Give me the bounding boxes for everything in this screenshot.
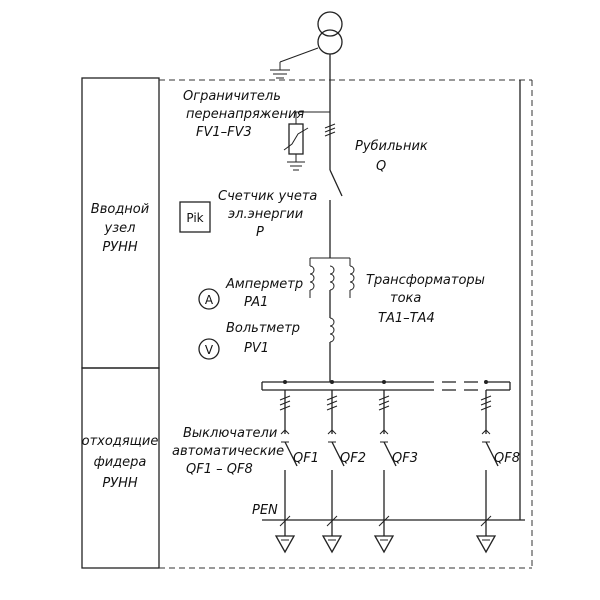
surge-limiter-label-2: перенапряжения [186,107,304,122]
feeder-qf8: QF8 [475,390,520,554]
surge-limiter-label-1: Ограничитель [183,89,281,104]
voltmeter-label-1: Вольтметр [226,321,300,336]
energy-meter-icon: Pik [179,201,211,233]
feeder-qf1: QF1 [274,390,319,554]
meter-label-2: эл.энергии [228,207,303,222]
breakers-label-1: Выключатели [183,426,277,441]
main-feeder-line [296,54,336,170]
breaker-label: QF1 [293,451,319,466]
enclosure-boundary [159,79,533,569]
feeder-qf2: QF2 [321,390,366,554]
outgoing-feeders-panel: отходящие фидера РУНН [81,367,160,569]
ammeter-symbol: A [205,293,214,307]
ammeter-label-2: PA1 [244,295,268,310]
breakers-label-3: QF1 – QF8 [186,462,253,477]
transformer-ground-icon [270,47,319,79]
ct-label-1: Трансформаторы [366,273,485,288]
input-node-line-2: узел [104,221,136,236]
ammeter-label-1: Амперметр [225,277,303,292]
switch-label-2: Q [376,159,386,174]
outgoing-feeders-line-1: отходящие [82,434,159,449]
voltmeter-label-2: PV1 [244,341,269,356]
breakers-label-2: автоматические [172,444,284,459]
ammeter-icon: A [198,288,220,310]
outgoing-feeders-line-2: фидера [94,455,147,470]
breaker-label: QF3 [392,451,418,466]
voltmeter-symbol: V [205,343,214,357]
pen-label: PEN [252,503,278,518]
current-transformers-symbol [309,257,355,382]
switch-label-1: Рубильник [355,139,428,154]
power-transformer-symbol [317,11,343,55]
meter-label-1: Счетчик учета [218,189,317,204]
surge-limiter-symbol [283,112,309,171]
ct-label-2: тока [390,291,421,306]
input-node-line-3: РУНН [102,240,138,255]
outgoing-feeders: QF1 QF2 QF3 QF8 [274,390,520,554]
input-node-line-1: Вводной [91,202,149,217]
meter-label-3: Р [256,225,264,240]
feeder-qf3: QF3 [373,390,418,554]
voltmeter-icon: V [198,338,220,360]
energy-meter-symbol: Pik [186,211,203,225]
breaker-label: QF2 [340,451,366,466]
ct-label-3: ТА1–ТА4 [378,311,435,326]
busbar [261,380,511,391]
knife-switch-symbol [329,169,343,258]
input-node-panel: Вводной узел РУНН [81,77,160,369]
outgoing-feeders-line-3: РУНН [102,476,138,491]
surge-limiter-label-3: FV1–FV3 [196,125,252,140]
breaker-label: QF8 [494,451,520,466]
